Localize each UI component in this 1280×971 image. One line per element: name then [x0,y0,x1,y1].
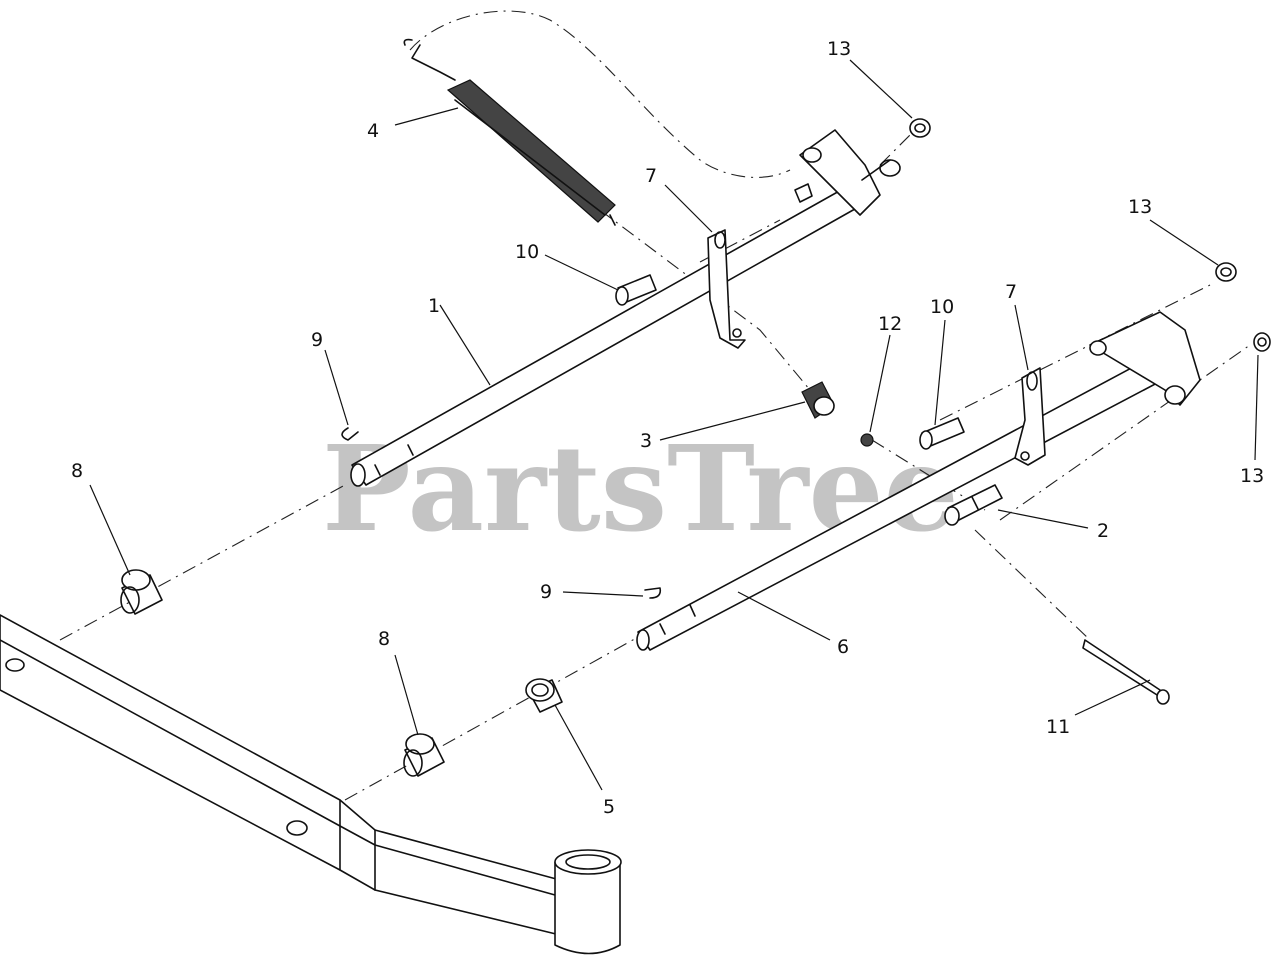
callout-8-lower: 8 [378,628,390,650]
pivot-shaft-upper [350,129,901,487]
arm-lower [1014,367,1046,466]
leader-lines [89,59,1259,791]
callout-6: 6 [837,636,849,658]
alignment-lines [59,10,1251,801]
lock-nut-upper [909,118,931,138]
pin-lower [919,417,965,450]
bushing-upper [120,569,163,615]
extension-spring [403,38,616,226]
spacer-pin [944,484,1003,526]
callout-7-upper: 7 [645,165,657,187]
callout-12: 12 [878,313,902,335]
callout-13-upper: 13 [827,38,851,60]
frame-rail [0,614,622,955]
callout-2: 2 [1097,520,1109,542]
bushing-lower [403,733,445,777]
lock-nut-right [1215,262,1237,282]
pin-upper [615,274,657,306]
callout-13-far-right: 13 [1240,465,1264,487]
arm-upper [707,229,746,349]
callout-13-right: 13 [1128,196,1152,218]
callout-4: 4 [367,120,379,142]
callout-7-lower: 7 [1005,281,1017,303]
callout-3: 3 [640,430,652,452]
bolt [1082,639,1170,705]
callout-10-upper: 10 [515,241,539,263]
callout-1: 1 [428,295,440,317]
clip-lower [644,587,662,599]
callout-5: 5 [603,796,615,818]
collar [801,381,835,419]
callout-11: 11 [1046,716,1070,738]
small-nut [860,433,874,447]
bushing-middle [525,678,563,713]
lock-nut-far-right [1253,332,1271,352]
callout-9-upper: 9 [311,329,323,351]
callout-10-lower: 10 [930,296,954,318]
clip-upper [341,427,359,441]
callout-8-upper: 8 [71,460,83,482]
callout-9-lower: 9 [540,581,552,603]
